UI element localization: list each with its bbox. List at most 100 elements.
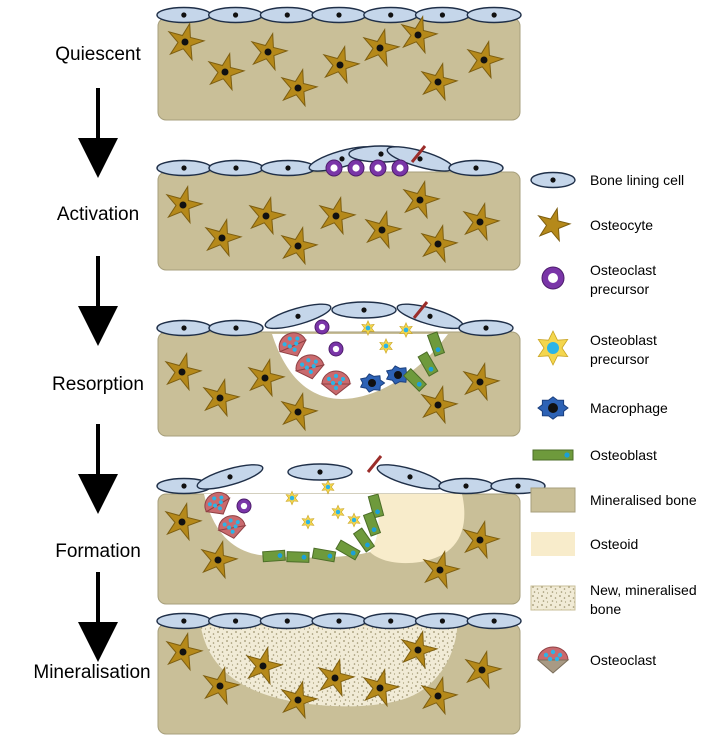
legend-label-osteoclast: Osteoclast (590, 652, 656, 668)
legend-item-osteoblast: Osteoblast (532, 447, 657, 463)
osteocyte-cell (250, 31, 289, 72)
osteocyte-cell (317, 657, 356, 698)
osteoblast-cell (402, 367, 428, 393)
legend-label-bone-lining-cell: Bone lining cell (590, 172, 684, 188)
osteocyte-cell (167, 21, 206, 62)
bone-lining-cell (259, 612, 315, 630)
osteocyte-cell (466, 39, 505, 80)
bone-lining-cell-icon (530, 171, 576, 189)
osteocyte-cell (322, 44, 361, 85)
bone-lining-cell (264, 303, 332, 330)
osteoclast-precursor-icon (541, 266, 565, 290)
legend-item-mineralised-bone: Mineralised bone (530, 487, 697, 513)
osteoblast-cell (352, 527, 376, 553)
osteocyte-cell (464, 649, 503, 690)
osteoclast-cell (294, 354, 326, 380)
osteoclast-precursor-cell (328, 341, 344, 357)
osteocyte-cell (164, 351, 203, 392)
osteoclast-cell (204, 491, 231, 515)
bone-lining-cell (287, 463, 353, 481)
osteoclast-precursor-cell (236, 498, 252, 514)
mineralised-bone-swatch (530, 487, 576, 513)
osteocyte-cell (280, 67, 319, 108)
bone-lining-cell (156, 319, 212, 337)
osteoclast-icon (536, 646, 570, 674)
osteocyte-cell (400, 629, 439, 670)
legend-label-osteoclast-precursor-line2: precursor (590, 281, 649, 297)
legend-label-new-mineralised-bone-line1: New, mineralised (590, 582, 697, 598)
stage-panels (156, 6, 546, 735)
osteoblast-precursor-cell (285, 490, 299, 506)
osteocyte-cell (318, 195, 357, 236)
stage-label-formation: Formation (55, 541, 141, 562)
bone-lining-cell (311, 612, 367, 630)
macrophage-cell (360, 373, 386, 393)
legend-item-new-mineralised-bone: New, mineralised bone (530, 582, 697, 617)
stage-label-activation: Activation (57, 204, 139, 225)
osteocyte-cell (402, 179, 441, 220)
osteoblast-cell (311, 547, 337, 563)
osteocyte-cell (280, 391, 319, 432)
bone-lining-cell (208, 319, 264, 337)
osteoclast-precursor-cell (314, 319, 330, 335)
bone-lining-cell (260, 159, 316, 177)
osteoclast-precursor-cell (391, 159, 409, 177)
osteoclast-cell (320, 370, 352, 396)
legend-item-osteoid: Osteoid (531, 532, 638, 556)
osteocyte-cell (207, 51, 246, 92)
osteoblast-precursor-cell (331, 504, 345, 520)
osteoblast-precursor-cell (347, 512, 361, 528)
osteocyte-icon (537, 206, 572, 243)
stage-label-quiescent: Quiescent (55, 44, 141, 65)
stage-label-resorption: Resorption (52, 374, 144, 395)
osteoblast-cell (286, 551, 310, 563)
osteoblast-cell (367, 493, 385, 519)
osteoblast-precursor-cell (321, 479, 335, 495)
bone-lining-cell (396, 303, 464, 330)
bone-lining-cell (458, 319, 514, 337)
osteoblast-cell (417, 351, 439, 377)
legend-label-osteoblast-precursor-line1: Osteoblast (590, 332, 657, 348)
osteoblast-cell (426, 331, 446, 357)
osteoclast-precursor-cell (369, 159, 387, 177)
bone-lining-cell (376, 464, 444, 490)
panel-activation (156, 145, 521, 271)
legend-label-osteoid: Osteoid (590, 536, 638, 552)
osteocyte-cell (164, 501, 203, 542)
bone-lining-cell (311, 6, 367, 24)
osteocyte-cell (420, 223, 459, 264)
osteocyte-cell (248, 195, 287, 236)
osteoid (370, 494, 465, 564)
panel-mineralisation (156, 612, 522, 735)
legend-item-osteocyte: Osteocyte (537, 206, 653, 243)
osteoclast-cell (217, 515, 247, 539)
osteocyte-cell (420, 61, 459, 102)
panel-resorption (156, 301, 521, 437)
osteocyte-cell (202, 377, 241, 418)
bone-lining-cell (259, 6, 315, 24)
bone-lining-cell (466, 6, 522, 24)
osteocyte-cell (420, 675, 459, 716)
osteoclast-precursor-cell (325, 159, 343, 177)
osteoblast-icon (532, 449, 574, 461)
legend-label-macrophage: Macrophage (590, 400, 668, 416)
osteocyte-cell (462, 201, 501, 242)
signal-line (366, 455, 383, 473)
bone-lining-cell (414, 6, 470, 24)
osteoblast-precursor-cell (399, 322, 413, 338)
bone-lining-cell (208, 159, 264, 177)
osteoblast-cell (262, 549, 286, 563)
legend-label-new-mineralised-bone-line2: bone (590, 601, 621, 617)
osteoblast-precursor-cell (301, 514, 315, 530)
new-mineralised-bone-swatch (530, 585, 576, 611)
osteocyte-cell (280, 679, 319, 720)
osteoblast-precursor-icon (537, 330, 569, 366)
osteoid-swatch (531, 532, 575, 556)
bone-lining-cell (208, 6, 264, 24)
osteocyte-cell (362, 667, 401, 708)
osteocyte-cell (200, 539, 239, 580)
bone-lining-cell (466, 612, 522, 630)
